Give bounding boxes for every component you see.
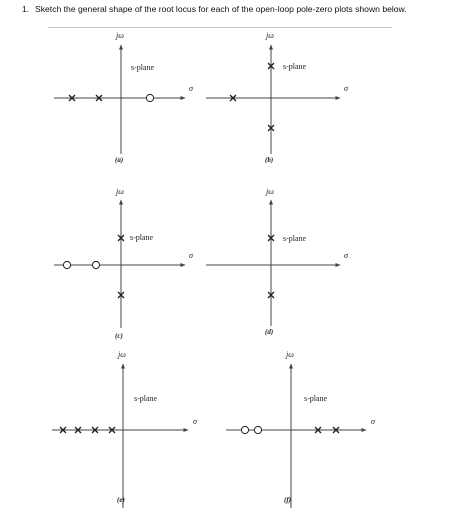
plot-c-zero-1 [62,260,72,270]
plot-a-zero-1 [145,93,155,103]
plot-a-jw-label: jω [115,31,124,40]
plot-f-sigma-label: σ [371,417,376,426]
plot-c: jω s-plane σ (c) [54,187,194,340]
plot-d-jw-label: jω [265,187,274,196]
plot-e: jω s-plane σ (e) [52,350,198,508]
plot-e-plane-label: s-plane [134,394,158,403]
plot-b-pole-3 [267,124,275,132]
plot-d-caption: (d) [265,328,273,336]
plot-a-sigma-label: σ [189,84,194,93]
plot-c-pole-2 [117,291,125,299]
plot-d-pole-2 [267,291,275,299]
plot-f-jw-label: jω [285,350,294,359]
plot-b-sigma-label: σ [344,84,349,93]
plot-d-plane-label: s-plane [283,234,307,243]
plot-e-pole-3 [91,426,99,434]
plot-f-zero-1 [240,425,250,435]
plot-e-pole-2 [74,426,82,434]
plot-c-sigma-label: σ [189,251,194,260]
plot-a-pole-2 [95,94,103,102]
plot-a-caption: (a) [115,156,123,164]
plot-a-pole-1 [68,94,76,102]
plot-c-caption: (c) [115,332,123,340]
plot-b: jω s-plane σ (b) [206,31,349,164]
plot-a-plane-label: s-plane [131,63,155,72]
question-number: 1. [22,4,30,14]
plot-d-sigma-label: σ [344,251,349,260]
plot-e-pole-4 [108,426,116,434]
plot-b-pole-2 [267,62,275,70]
plot-c-jw-label: jω [115,187,124,196]
plot-b-jw-label: jω [265,31,274,40]
plot-e-caption: (e) [117,496,125,504]
plot-c-zero-2 [91,260,101,270]
plot-d-pole-1 [267,234,275,242]
plot-f-pole-2 [332,426,340,434]
plot-e-sigma-label: σ [193,417,198,426]
plot-f-zero-2 [253,425,263,435]
plot-f-plane-label: s-plane [304,394,328,403]
plot-b-plane-label: s-plane [283,62,307,71]
plot-f-pole-1 [314,426,322,434]
plot-e-jw-label: jω [117,350,126,359]
plot-c-plane-label: s-plane [130,233,154,242]
question-text: Sketch the general shape of the root loc… [35,4,407,14]
plot-a: jω s-plane σ (a) [54,31,194,164]
plot-e-pole-1 [59,426,67,434]
plot-f: jω s-plane σ (f) [226,350,376,508]
plot-d: jω s-plane σ (d) [206,187,349,336]
plot-b-pole-1 [229,94,237,102]
plot-b-caption: (b) [265,156,273,164]
divider [48,27,392,28]
plot-c-pole-1 [117,234,125,242]
plot-f-caption: (f) [284,496,291,504]
